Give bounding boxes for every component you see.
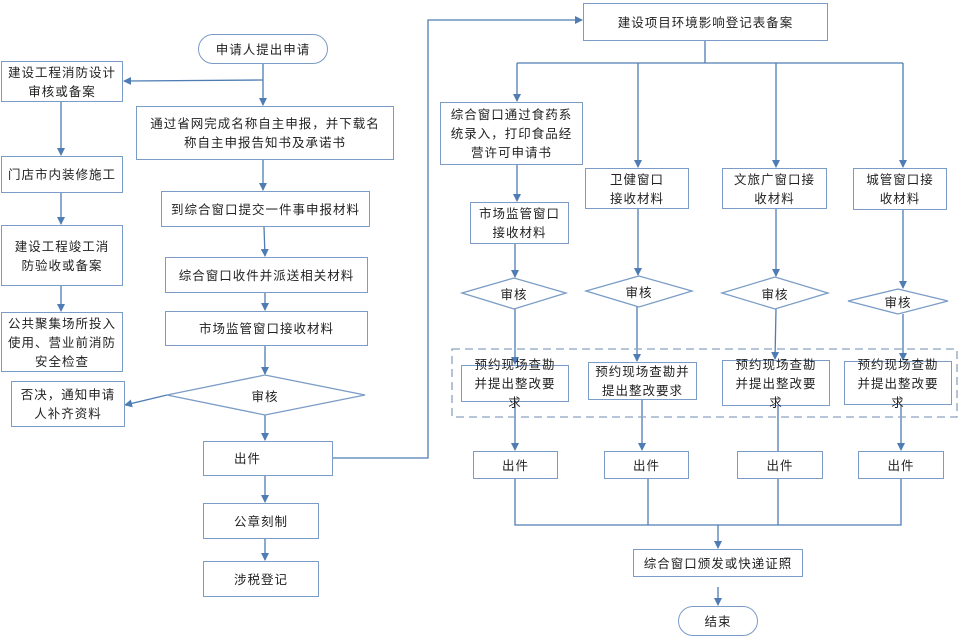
review-label-4: 审核 bbox=[884, 294, 912, 310]
reject-box: 否决，通知申请人补齐资料 bbox=[11, 381, 125, 427]
review-diamond-1 bbox=[459, 277, 569, 310]
inspect-box-4: 预约现场查勘并提出整改要求 bbox=[844, 357, 952, 410]
issue-box-4: 出件 bbox=[858, 451, 944, 479]
review-label-2: 审核 bbox=[625, 284, 653, 300]
inspect-box-2: 预约现场查勘并提出整改要求 bbox=[588, 362, 697, 400]
issue-box-3: 出件 bbox=[737, 451, 823, 479]
start-node: 申请人提出申请 bbox=[198, 34, 328, 64]
review-label-3: 审核 bbox=[761, 286, 789, 302]
deliver-box: 综合窗口颁发或快递证照 bbox=[633, 549, 803, 577]
food-license-pre-box: 综合窗口通过食药系统录入，打印食品经营许可申请书 bbox=[440, 102, 583, 165]
review-label-center: 审核 bbox=[251, 388, 279, 404]
inspect-box-3: 预约现场查勘并提出整改要求 bbox=[722, 357, 830, 410]
issue-box-1: 出件 bbox=[473, 451, 558, 479]
renovation-box: 门店市内装修施工 bbox=[1, 156, 123, 193]
seal-box: 公章刻制 bbox=[203, 503, 319, 539]
submit-box: 到综合窗口提交一件事申报材料 bbox=[161, 191, 370, 227]
env-record-box: 建设项目环境影响登记表备案 bbox=[583, 3, 828, 41]
dispatch-box: 综合窗口收件并派送相关材料 bbox=[165, 257, 368, 293]
review-diamond-4 bbox=[847, 288, 949, 315]
end-node: 结束 bbox=[678, 606, 758, 636]
market-receive-box: 市场监管窗口接收材料 bbox=[165, 311, 368, 346]
receive-box-1: 市场监管窗口接收材料 bbox=[470, 202, 569, 244]
inspection-group-dashed-frame bbox=[451, 348, 958, 418]
safety-check-box: 公共聚集场所投入使用、营业前消防安全检查 bbox=[1, 312, 123, 372]
issue-box-2: 出件 bbox=[604, 451, 689, 479]
tax-box: 涉税登记 bbox=[203, 561, 319, 597]
review-diamond-2 bbox=[583, 275, 695, 308]
inspect-box-1: 预约现场查勘并提出整改要求 bbox=[461, 357, 569, 410]
fire-design-review-box: 建设工程消防设计审核或备案 bbox=[1, 61, 123, 102]
receive-box-4: 城管窗口接收材料 bbox=[853, 168, 947, 210]
name-report-box: 通过省网完成名称自主申报，并下载名称自主申报告知书及承诺书 bbox=[136, 106, 394, 160]
review-label-1: 审核 bbox=[500, 286, 528, 302]
review-diamond-center bbox=[166, 374, 366, 416]
issue-box-center: 出件 bbox=[203, 441, 333, 476]
receive-box-3: 文旅广窗口接收材料 bbox=[722, 168, 827, 209]
fire-acceptance-box: 建设工程竣工消防验收或备案 bbox=[1, 225, 123, 286]
receive-box-2: 卫健窗口接收材料 bbox=[585, 168, 689, 209]
review-diamond-3 bbox=[719, 276, 831, 310]
